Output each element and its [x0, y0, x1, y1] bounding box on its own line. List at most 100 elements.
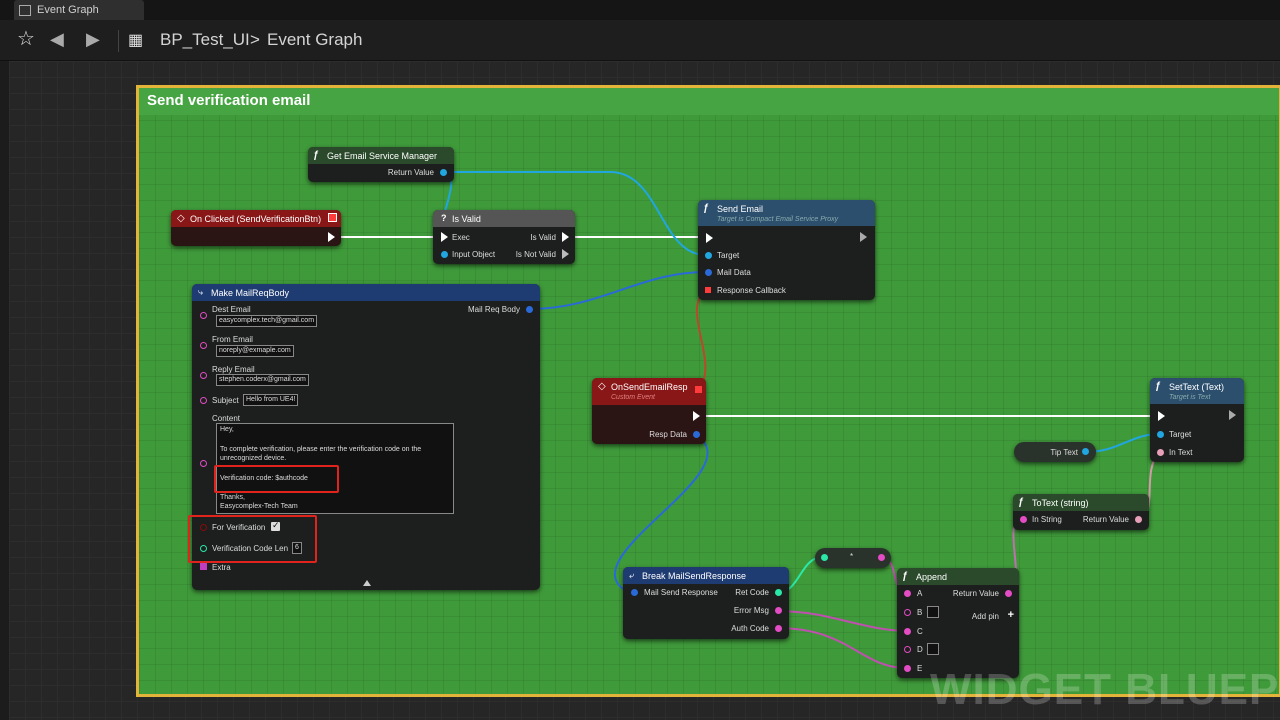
- toolbar-divider: [118, 30, 119, 52]
- comment-header[interactable]: [139, 88, 1279, 115]
- delegate-pin-icon[interactable]: [328, 213, 337, 222]
- breadcrumb-graph[interactable]: Event Graph: [267, 30, 363, 49]
- object-wire-manager-to-send: [443, 171, 707, 256]
- node-tip-text[interactable]: Tip Text: [1014, 442, 1096, 462]
- node-subtitle: Target is Compact Email Service Proxy: [717, 216, 839, 223]
- tab-event-graph[interactable]: Event Graph: [14, 0, 144, 20]
- pin-return-value[interactable]: [1005, 590, 1012, 597]
- pin-reply-email[interactable]: [200, 372, 207, 379]
- pin-label-response-callback: Response Callback: [717, 286, 786, 295]
- pin-target[interactable]: [1157, 431, 1164, 438]
- pin-response-callback[interactable]: [705, 287, 711, 293]
- tab-bar: Event Graph: [0, 0, 1280, 20]
- pin-is-valid[interactable]: [562, 232, 569, 242]
- verification-code-len-field[interactable]: 6: [292, 542, 302, 554]
- pin-exec-out[interactable]: [693, 411, 700, 421]
- pin-in-string[interactable]: [1020, 516, 1027, 523]
- pin-label-b: B: [917, 608, 923, 617]
- node-get-email-service-manager[interactable]: ƒ Get Email Service Manager Return Value: [308, 147, 454, 182]
- breadcrumb-blueprint[interactable]: BP_Test_UI: [160, 30, 250, 49]
- pin-auth-code[interactable]: [775, 625, 782, 632]
- node-title: Make MailReqBody: [211, 288, 290, 298]
- b-input-field[interactable]: [927, 606, 939, 618]
- pin-e[interactable]: [904, 665, 911, 672]
- pin-from-email[interactable]: [200, 342, 207, 349]
- reply-email-field[interactable]: stephen.coderx@gmail.com: [216, 374, 309, 386]
- macro-icon: ?: [441, 213, 447, 223]
- graph-toolbar: ☆ ◀ ▶ ▦ BP_Test_UI > Event Graph: [0, 20, 1280, 61]
- pin-mail-req-body[interactable]: [526, 306, 533, 313]
- node-int-to-string[interactable]: *: [815, 548, 891, 568]
- collapse-arrow-icon[interactable]: [363, 580, 371, 586]
- node-to-text-string[interactable]: ƒ ToText (string) In String Return Value: [1013, 494, 1149, 530]
- function-icon: ƒ: [703, 203, 709, 214]
- function-icon: ƒ: [1018, 497, 1024, 508]
- comment-title: Send verification email: [147, 92, 311, 109]
- widget-blueprint-watermark: WIDGET BLUEP: [930, 665, 1280, 714]
- pin-label-d: D: [917, 645, 923, 654]
- add-pin-icon[interactable]: +: [1007, 609, 1014, 621]
- pin-is-not-valid[interactable]: [562, 249, 569, 259]
- node-append[interactable]: ƒ Append A B C D E Return Value Add pin …: [897, 568, 1019, 678]
- pin-verification-code-len[interactable]: [200, 545, 207, 552]
- node-header: [1150, 378, 1244, 404]
- node-send-email[interactable]: ƒ Send Email Target is Compact Email Ser…: [698, 200, 875, 300]
- node-header: [623, 567, 789, 584]
- pin-exec-in[interactable]: [441, 232, 448, 242]
- node-header: [171, 210, 341, 227]
- node-header: [897, 568, 1019, 585]
- pin-ret-code[interactable]: [775, 589, 782, 596]
- pin-tip-text[interactable]: [1082, 448, 1089, 455]
- pin-a[interactable]: [904, 590, 911, 597]
- node-is-valid[interactable]: ? Is Valid Exec Input Object Is Valid Is…: [433, 210, 575, 264]
- delegate-pin-icon[interactable]: [695, 386, 702, 393]
- node-on-send-email-resp[interactable]: ◇ OnSendEmailResp Custom Event Resp Data: [592, 378, 706, 444]
- pin-mail-data[interactable]: [705, 269, 712, 276]
- pin-return-value[interactable]: [440, 169, 447, 176]
- pin-exec-out[interactable]: [1229, 410, 1236, 420]
- forward-arrow-icon[interactable]: ▶: [86, 29, 100, 49]
- pin-input-object[interactable]: [441, 251, 448, 258]
- subject-field[interactable]: Hello from UE4!: [243, 394, 299, 406]
- pin-content[interactable]: [200, 460, 207, 467]
- d-input-field[interactable]: [927, 643, 939, 655]
- pin-return-value[interactable]: [1135, 516, 1142, 523]
- content-textarea[interactable]: Hey, To complete verification, please en…: [216, 423, 454, 514]
- pin-exec-in[interactable]: [706, 233, 713, 243]
- pin-error-msg[interactable]: [775, 607, 782, 614]
- delegate-wire-callback-to-event: [695, 289, 707, 391]
- pin-dest-email[interactable]: [200, 312, 207, 319]
- pin-d[interactable]: [904, 646, 911, 653]
- make-struct-icon: ⤷: [198, 287, 204, 297]
- node-set-text[interactable]: ƒ SetText (Text) Target is Text Target I…: [1150, 378, 1244, 462]
- pin-exec-out[interactable]: [328, 232, 335, 242]
- pin-mail-send-response[interactable]: [631, 589, 638, 596]
- pin-label-resp-data: Resp Data: [649, 430, 687, 439]
- pin-string-out[interactable]: [878, 554, 885, 561]
- from-email-field[interactable]: noreply@exmaple.com: [216, 345, 294, 357]
- dest-email-field[interactable]: easycomplex.tech@gmail.com: [216, 315, 318, 327]
- pin-resp-data[interactable]: [693, 431, 700, 438]
- content-line: Easycomplex-Tech Team: [220, 503, 298, 510]
- pin-extra[interactable]: [200, 563, 207, 570]
- tab-label: Event Graph: [37, 4, 99, 16]
- node-break-mail-send-response[interactable]: ⤶ Break MailSendResponse Mail Send Respo…: [623, 567, 789, 639]
- pin-exec-in[interactable]: [1158, 411, 1165, 421]
- struct-wire-resp-to-break: [613, 433, 709, 594]
- pin-int-in[interactable]: [821, 554, 828, 561]
- pin-in-text[interactable]: [1157, 449, 1164, 456]
- for-verification-checkbox[interactable]: ✓: [271, 520, 280, 531]
- content-line: To complete verification, please enter t…: [220, 446, 422, 453]
- back-arrow-icon[interactable]: ◀: [50, 29, 64, 49]
- pin-subject[interactable]: [200, 397, 207, 404]
- pin-label-is-valid: Is Valid: [530, 233, 556, 242]
- node-title: On Clicked (SendVerificationBtn): [190, 214, 322, 224]
- node-make-mail-req-body[interactable]: ⤷ Make MailReqBody Mail Req Body Dest Em…: [192, 284, 540, 590]
- pin-b[interactable]: [904, 609, 911, 616]
- star-icon[interactable]: ☆: [17, 28, 35, 50]
- pin-c[interactable]: [904, 628, 911, 635]
- pin-for-verification[interactable]: [200, 524, 207, 531]
- node-on-clicked[interactable]: ◇ On Clicked (SendVerificationBtn): [171, 210, 341, 246]
- pin-target[interactable]: [705, 252, 712, 259]
- pin-exec-out[interactable]: [860, 232, 867, 242]
